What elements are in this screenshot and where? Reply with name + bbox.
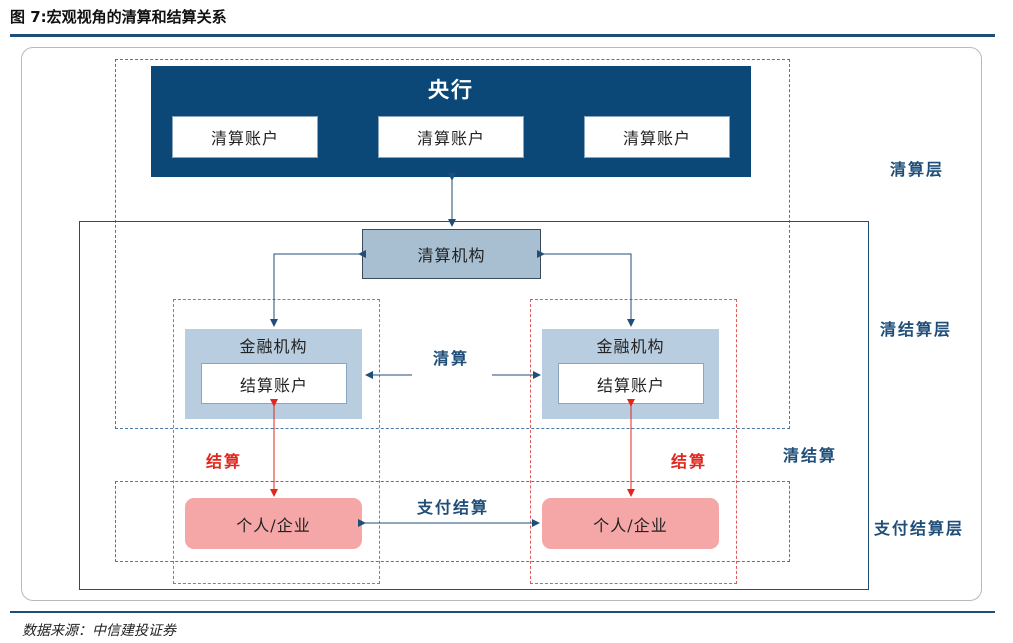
clearing-flow-label: 清算 — [433, 349, 470, 368]
settlement-account-right: 结算账户 — [558, 363, 704, 404]
central-bank-clearing-account-3: 清算账户 — [584, 116, 730, 158]
diagram-frame — [21, 47, 982, 601]
settlement-label-right: 结算 — [671, 452, 708, 471]
clearing-settlement-layer-label: 清结算层 — [880, 320, 953, 339]
individual-enterprise-left: 个人/企业 — [185, 498, 362, 549]
top-rule — [10, 34, 995, 37]
individual-enterprise-right: 个人/企业 — [542, 498, 719, 549]
financial-institution-right-label: 金融机构 — [596, 337, 665, 356]
clearing-layer-region — [115, 59, 790, 429]
clearing-settlement-region — [79, 221, 869, 590]
figure-title: 图 7:宏观视角的清算和结算关系 — [10, 8, 227, 26]
arrow-clearing-house-right — [537, 250, 635, 327]
financial-institution-left-label: 金融机构 — [239, 337, 308, 356]
financial-institution-left: 金融机构 结算账户 — [185, 329, 362, 419]
clearing-house-box: 清算机构 — [362, 229, 541, 279]
settlement-label-left: 结算 — [206, 452, 243, 471]
payment-settlement-region — [115, 481, 790, 562]
central-bank-clearing-account-2: 清算账户 — [378, 116, 524, 158]
payment-settlement-flow-label: 支付结算 — [417, 498, 490, 517]
central-bank-clearing-account-1: 清算账户 — [172, 116, 318, 158]
arrow-clearing-house-left — [270, 250, 366, 327]
clearing-layer-label: 清算层 — [890, 160, 945, 179]
central-bank-label: 央行 — [428, 77, 474, 102]
payment-settlement-layer-label: 支付结算层 — [874, 519, 965, 538]
central-bank-box: 央行 清算账户 清算账户 清算账户 — [151, 66, 751, 177]
source-note: 数据来源：中信建投证券 — [22, 623, 176, 639]
clearing-settlement-label: 清结算 — [783, 446, 838, 465]
settlement-account-left: 结算账户 — [201, 363, 347, 404]
bottom-rule — [10, 611, 995, 613]
